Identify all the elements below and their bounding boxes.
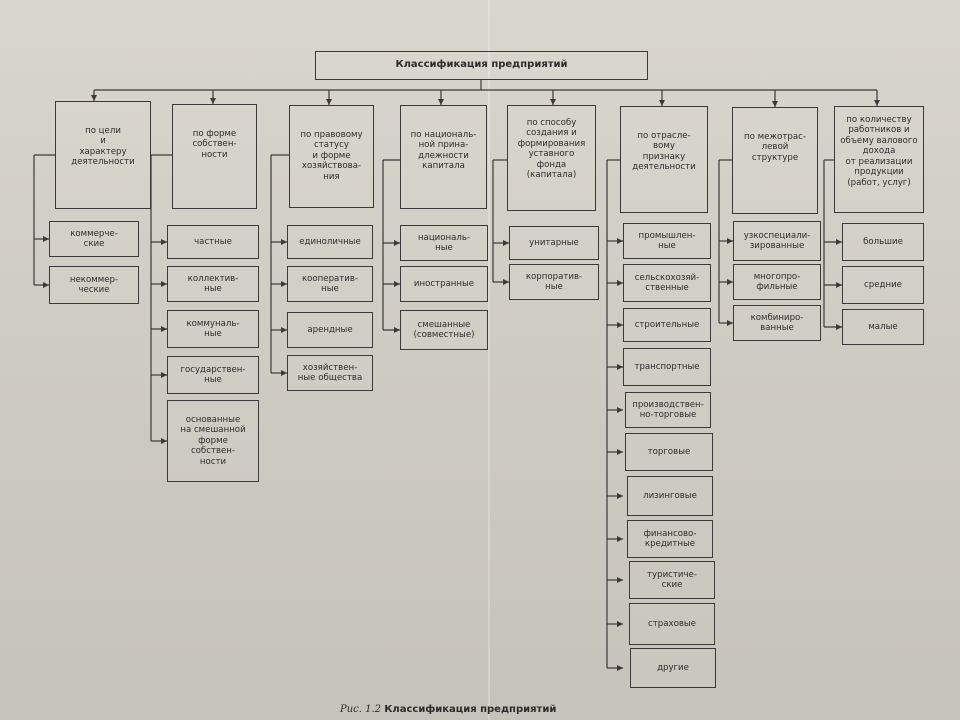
arrow-down-icon [550,99,556,105]
page-fold [488,0,490,720]
item-multi-profile: многопро- фильные [733,264,821,300]
item-production-trade: производствен- но-торговые [625,392,711,428]
arrow-right-icon [43,236,49,242]
arrow-right-icon [836,282,842,288]
arrow-right-icon [836,239,842,245]
category-header-capital-nationality: по националь- ной прина- длежности капит… [400,105,487,209]
arrow-right-icon [394,240,400,246]
item-municipal: коммуналь- ные [167,310,259,348]
arrow-right-icon [617,449,623,455]
item-financial-credit: финансово- кредитные [627,520,713,558]
item-narrow-specialized: узкоспециали- зированные [733,221,821,261]
item-lease: арендные [287,312,373,348]
arrow-right-icon [503,240,509,246]
item-construction: строительные [623,308,711,342]
arrow-right-icon [161,239,167,245]
item-sole: единоличные [287,225,373,259]
item-other: другие [630,648,716,688]
category-header-ownership: по форме собствен- ности [172,104,257,209]
arrow-right-icon [503,279,509,285]
arrow-down-icon [772,101,778,107]
item-large: большие [842,223,924,261]
arrow-right-icon [727,320,733,326]
arrow-right-icon [617,536,623,542]
arrow-right-icon [617,493,623,499]
arrow-right-icon [43,282,49,288]
arrow-right-icon [161,372,167,378]
arrow-right-icon [617,407,623,413]
item-combined: комбиниро- ванные [733,305,821,341]
item-tourist: туристиче- ские [629,561,715,599]
arrow-right-icon [617,280,623,286]
arrow-right-icon [617,621,623,627]
arrow-down-icon [659,100,665,106]
item-insurance: страховые [629,603,715,645]
item-cooperative: кооператив- ные [287,266,373,302]
arrow-right-icon [727,279,733,285]
item-unitary: унитарные [509,226,599,260]
arrow-right-icon [161,281,167,287]
figure-caption-text: Классификация предприятий [384,704,557,715]
item-noncommercial: некоммер- ческие [49,266,139,304]
arrow-right-icon [617,238,623,244]
arrow-right-icon [727,238,733,244]
item-small: малые [842,309,924,345]
arrow-right-icon [617,322,623,328]
item-leasing: лизинговые [627,476,713,516]
item-business-companies: хозяйствен- ные общества [287,355,373,391]
item-national: националь- ные [400,225,488,261]
arrow-right-icon [161,438,167,444]
item-corporate: корпоратив- ные [509,264,599,300]
arrow-right-icon [836,324,842,330]
item-private: частные [167,225,259,259]
category-header-intersectoral: по межотрас- левой структуре [732,107,818,214]
arrow-down-icon [438,99,444,105]
title-box: Классификация предприятий [315,51,648,80]
arrow-right-icon [617,665,623,671]
category-header-purpose: по цели и характеру деятельности [55,101,151,209]
arrow-down-icon [210,98,216,104]
arrow-right-icon [394,281,400,287]
arrow-right-icon [281,239,287,245]
category-header-fund-formation: по способу создания и формирования устав… [507,105,596,211]
arrow-down-icon [874,100,880,106]
arrow-right-icon [161,326,167,332]
figure-number: Рис. 1.2 [340,704,382,715]
item-collective: коллектив- ные [167,266,259,302]
item-state: государствен- ные [167,356,259,394]
arrow-right-icon [617,364,623,370]
arrow-right-icon [281,327,287,333]
category-header-legal-status: по правовому статусу и форме хозяйствова… [289,105,374,208]
arrow-right-icon [281,281,287,287]
item-commercial: коммерче- ские [49,221,139,257]
item-transport: транспортные [623,348,711,386]
item-joint: смешанные (совместные) [400,310,488,350]
item-mixed-ownership: основанные на смешанной форме собствен- … [167,400,259,482]
arrow-right-icon [617,577,623,583]
figure-caption: Рис. 1.2 Классификация предприятий [340,704,556,715]
arrow-right-icon [394,327,400,333]
item-industrial: промышлен- ные [623,223,711,259]
category-header-size: по количеству работников и объему валово… [834,106,924,213]
arrow-right-icon [281,370,287,376]
category-header-industry: по отрасле- вому признаку деятельности [620,106,708,213]
item-agricultural: сельскохозяй- ственные [623,264,711,302]
item-medium: средние [842,266,924,304]
item-trade: торговые [625,433,713,471]
item-foreign: иностранные [400,266,488,302]
arrow-down-icon [91,95,97,101]
arrow-down-icon [326,99,332,105]
